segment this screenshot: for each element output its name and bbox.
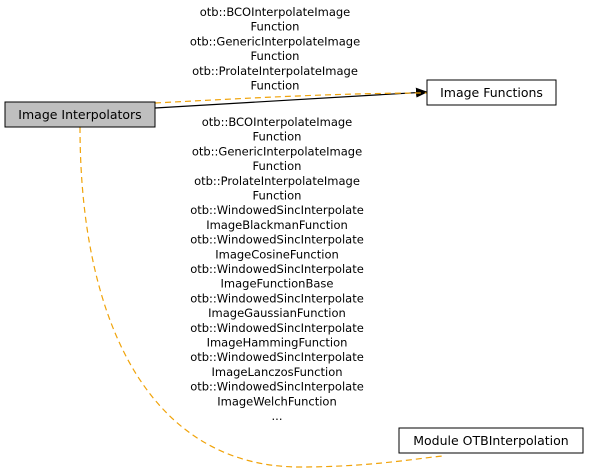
top-label-lines-line: Function xyxy=(251,20,300,34)
middle-label-lines-line: otb::WindowedSincInterpolate xyxy=(190,350,364,364)
middle-label-lines-line: ImageHammingFunction xyxy=(207,336,348,350)
middle-label-lines-line: ImageCosineFunction xyxy=(215,247,339,261)
middle-label-lines-line: Function xyxy=(253,159,302,173)
middle-label-lines-line: otb::WindowedSincInterpolate xyxy=(190,203,364,217)
middle-label-lines-line: Function xyxy=(253,130,302,144)
middle-label-lines-line: otb::WindowedSincInterpolate xyxy=(190,291,364,305)
middle-label-lines-line: ... xyxy=(272,409,283,423)
middle-label-lines-line: ImageLanczosFunction xyxy=(211,365,342,379)
middle-label-lines-line: otb::WindowedSincInterpolate xyxy=(190,262,364,276)
node-image-interpolators-label: Image Interpolators xyxy=(18,107,141,122)
edge-label-middle: otb::BCOInterpolateImageFunctionotb::Gen… xyxy=(190,115,364,423)
middle-label-lines-line: otb::BCOInterpolateImage xyxy=(202,115,353,129)
top-label-lines-line: otb::GenericInterpolateImage xyxy=(190,34,360,48)
middle-label-lines-line: ImageGaussianFunction xyxy=(208,306,346,320)
node-image-functions-label: Image Functions xyxy=(440,85,543,100)
edge-solid-interpolators-to-functions xyxy=(154,87,428,109)
middle-label-lines-line: otb::WindowedSincInterpolate xyxy=(190,321,364,335)
middle-label-lines-line: otb::GenericInterpolateImage xyxy=(192,144,362,158)
middle-label-lines-line: otb::WindowedSincInterpolate xyxy=(190,380,364,394)
node-image-functions[interactable]: Image Functions xyxy=(426,79,557,106)
node-module-otb-interpolation[interactable]: Module OTBInterpolation xyxy=(398,427,584,454)
edge-dashed-interpolators-to-functions xyxy=(154,92,428,104)
edge-dashed-interpolators-to-module xyxy=(79,126,444,468)
middle-label-lines-line: ImageBlackmanFunction xyxy=(206,218,348,232)
top-label-lines-line: otb::BCOInterpolateImage xyxy=(200,5,351,19)
top-label-lines-line: Function xyxy=(251,49,300,63)
top-label-lines-line: Function xyxy=(251,79,300,93)
middle-label-lines-line: otb::ProlateInterpolateImage xyxy=(194,174,360,188)
edge-label-top: otb::BCOInterpolateImageFunctionotb::Gen… xyxy=(190,5,360,93)
middle-label-lines-line: ImageFunctionBase xyxy=(221,277,334,291)
node-module-otb-interpolation-label: Module OTBInterpolation xyxy=(413,433,568,448)
top-label-lines-line: otb::ProlateInterpolateImage xyxy=(192,64,358,78)
node-image-interpolators[interactable]: Image Interpolators xyxy=(4,101,156,128)
middle-label-lines-line: Function xyxy=(253,189,302,203)
middle-label-lines-line: otb::WindowedSincInterpolate xyxy=(190,233,364,247)
middle-label-lines-line: ImageWelchFunction xyxy=(217,394,337,408)
